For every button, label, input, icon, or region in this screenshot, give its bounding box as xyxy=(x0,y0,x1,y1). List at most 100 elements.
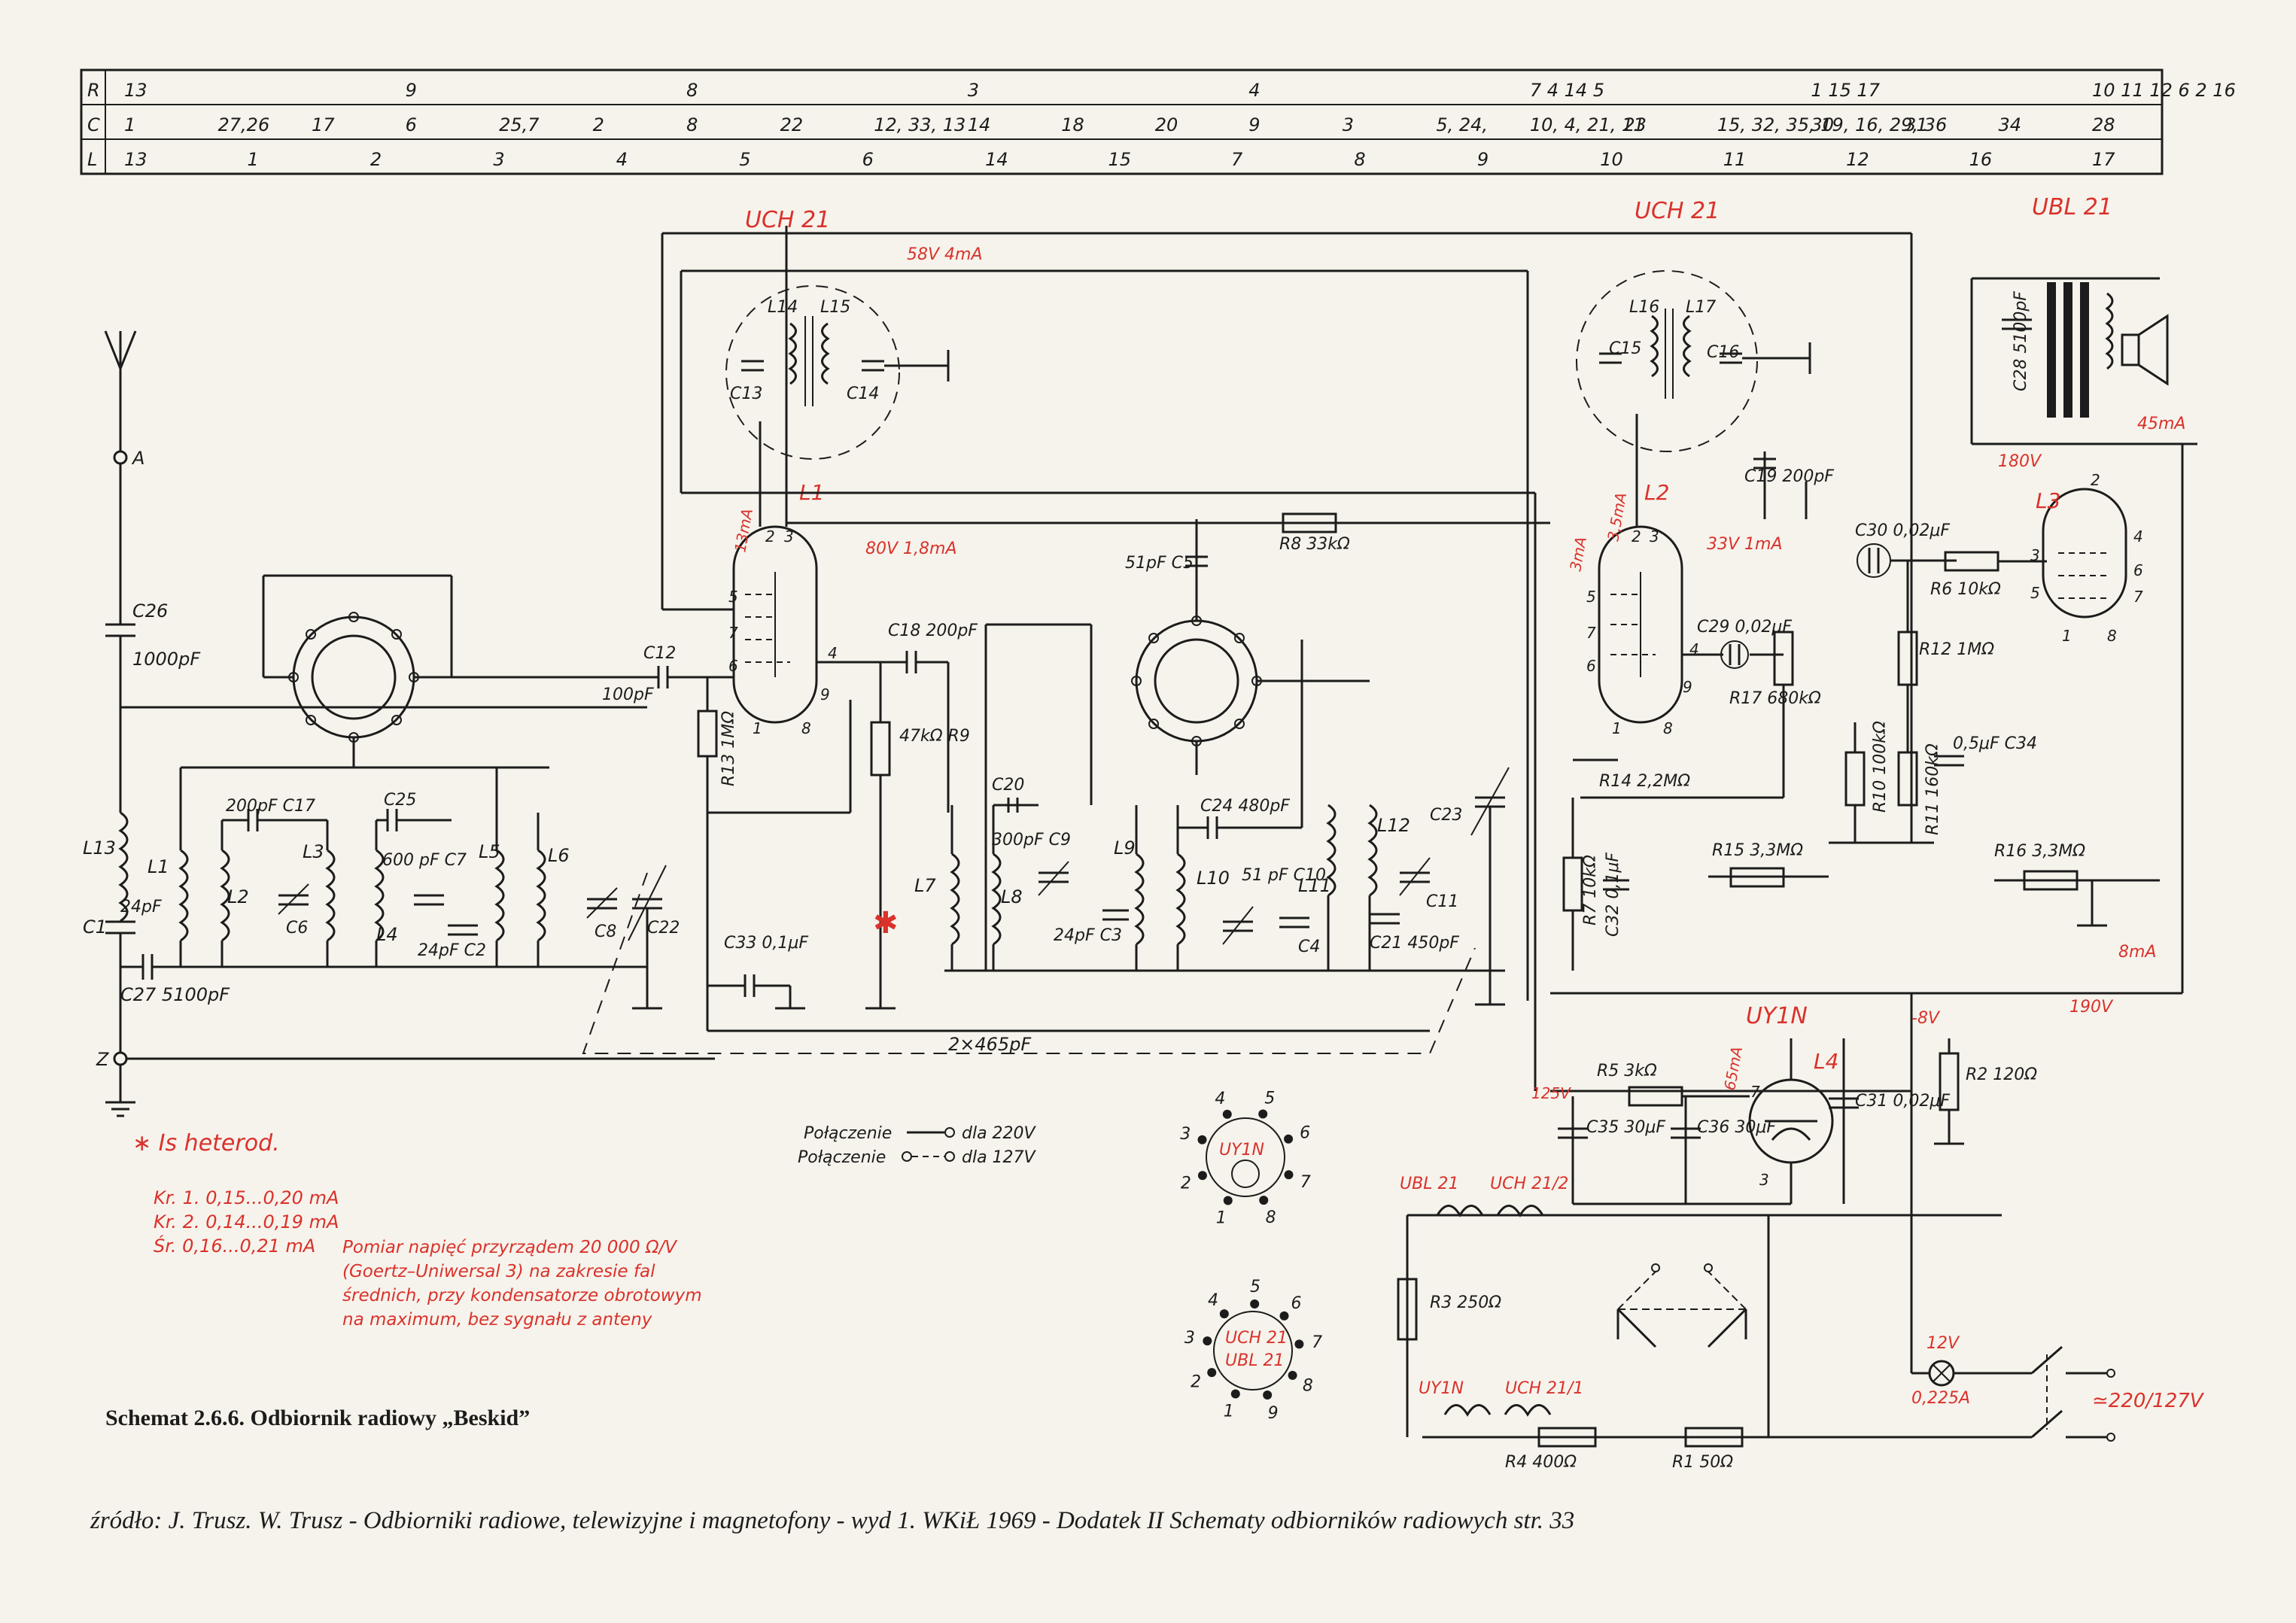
heater-ubl21: UBL 21 xyxy=(1400,1175,1458,1193)
resistor-r14: R14 2,2MΩ xyxy=(1573,758,1690,791)
svg-text:C16: C16 xyxy=(1707,343,1739,362)
resistor-r16: R16 3,3MΩ xyxy=(1994,842,2160,927)
table-cell: 1 xyxy=(124,114,135,135)
svg-text:C12: C12 xyxy=(643,644,676,663)
table-cell: 4 xyxy=(1248,80,1260,101)
svg-text:L3: L3 xyxy=(303,841,324,862)
svg-text:R6 10kΩ: R6 10kΩ xyxy=(1930,580,2001,599)
measurement-note-3: średnich, przy kondensatorze obrotowym xyxy=(342,1286,702,1305)
table-cell: 11 xyxy=(1723,149,1747,170)
table-cell: 25,7 xyxy=(499,114,540,135)
svg-text:3: 3 xyxy=(784,527,794,546)
rectifier-current: 65mA xyxy=(1720,1045,1746,1092)
svg-text:L11: L11 xyxy=(1298,875,1331,896)
table-cell: 12, 33, 13 xyxy=(874,114,966,135)
svg-text:1000pF: 1000pF xyxy=(132,649,201,670)
svg-text:R14 2,2MΩ: R14 2,2MΩ xyxy=(1599,772,1690,791)
socket-pin xyxy=(1284,1170,1294,1180)
svg-text:L6: L6 xyxy=(548,845,570,866)
capacitor-c35: C35 30μF xyxy=(1558,1096,1665,1204)
capacitor-c36: C36 30μF xyxy=(1671,1096,1776,1204)
svg-text:C36 30μF: C36 30μF xyxy=(1697,1118,1776,1137)
svg-text:C8: C8 xyxy=(595,922,616,941)
table-cell: 9 xyxy=(1248,114,1260,135)
heterodyne-title: ∗ Is heterod. xyxy=(132,1130,280,1156)
svg-text:L4: L4 xyxy=(376,924,398,945)
dial-lamp: 12V 0,225A xyxy=(1910,1219,2002,1408)
svg-text:2: 2 xyxy=(1632,527,1641,546)
tube-mixer-type: UCH 21 xyxy=(745,207,830,233)
heater-uy1n: UY1N xyxy=(1419,1379,1464,1398)
socket-pin-label: 2 xyxy=(1191,1372,1201,1391)
voltage-58v: 58V 4mA xyxy=(907,245,983,264)
svg-text:R2 120Ω: R2 120Ω xyxy=(1966,1065,2037,1084)
socket-pin xyxy=(1223,1196,1233,1205)
table-key-l: L xyxy=(87,149,97,170)
tube-output-type: UBL 21 xyxy=(2032,194,2112,220)
svg-text:L14: L14 xyxy=(768,298,798,317)
capacitor-c18: C18 200pF 47kΩ R9 ✱ xyxy=(817,622,978,1010)
resistor-r10: R10 100kΩ xyxy=(1829,721,1934,844)
table-cell: 9 xyxy=(1477,149,1489,170)
svg-text:47kΩ R9: 47kΩ R9 xyxy=(899,727,970,746)
svg-text:L17: L17 xyxy=(1686,298,1716,317)
svg-text:C21 450pF: C21 450pF xyxy=(1370,934,1459,953)
svg-text:R10 100kΩ: R10 100kΩ xyxy=(1871,721,1890,813)
voltage-125v: 125V xyxy=(1531,1084,1571,1102)
output-transformer: C28 5100pF xyxy=(1970,277,2197,445)
svg-text:dla 220V: dla 220V xyxy=(962,1124,1037,1143)
socket-pin-label: 5 xyxy=(1264,1089,1275,1108)
if-transformer-l1: L14 L15 C13 C14 xyxy=(725,226,950,527)
socket-pin-label: 3 xyxy=(1180,1125,1191,1144)
svg-text:L13: L13 xyxy=(83,837,116,859)
output-current: 45mA xyxy=(2137,415,2185,433)
voltage-80v: 80V 1,8mA xyxy=(865,539,957,558)
svg-text:C33 0,1μF: C33 0,1μF xyxy=(724,934,808,953)
socket-pin-label: 9 xyxy=(1268,1404,1279,1423)
antenna-symbol: A xyxy=(104,330,144,625)
svg-text:UBL 21: UBL 21 xyxy=(1225,1351,1284,1370)
table-cell: 14 xyxy=(985,149,1008,170)
svg-text:C24 480pF: C24 480pF xyxy=(1200,797,1290,816)
table-cell: 34 xyxy=(1998,114,2021,135)
table-cell: 7 xyxy=(1231,149,1243,170)
speaker-icon xyxy=(2121,333,2140,366)
socket-pin-label: 1 xyxy=(1224,1403,1234,1421)
table-cell: 7 4 14 5 xyxy=(1530,80,1604,101)
tube-if-type: UCH 21 xyxy=(1635,198,1720,224)
figure-caption: Schemat 2.6.6. Odbiornik radiowy „Beskid… xyxy=(105,1406,531,1430)
svg-text:C15: C15 xyxy=(1609,339,1641,358)
table-cell: 27,26 xyxy=(218,114,270,135)
svg-text:C14: C14 xyxy=(847,384,879,403)
svg-text:5: 5 xyxy=(2030,584,2040,602)
heterodyne-row-kr2: Kr. 2. 0,14...0,19 mA xyxy=(154,1211,339,1232)
svg-text:C22: C22 xyxy=(647,919,680,938)
capacitor-c29: C29 0,02μF R17 680kΩ xyxy=(1580,618,1821,799)
svg-text:300pF C9: 300pF C9 xyxy=(992,831,1071,849)
svg-text:8: 8 xyxy=(2107,627,2117,645)
table-cell: 13 xyxy=(124,80,147,101)
supply-bus xyxy=(661,232,1911,1091)
svg-text:6: 6 xyxy=(1586,657,1596,675)
current-8ma: 8mA xyxy=(2118,943,2156,962)
oscillator-coils: L7 L8 L9 L10 L11 L12 C20 300pF C9 24pF C… xyxy=(914,767,1510,1006)
svg-text:C18 200pF: C18 200pF xyxy=(888,622,978,640)
resistor-r12: R12 1MΩ xyxy=(1897,561,1994,722)
capacitor-c27: C27 5100pF xyxy=(120,954,647,1005)
voltage-190v: 190V xyxy=(2069,998,2114,1017)
svg-text:C13: C13 xyxy=(730,384,762,403)
table-cell: 5, 24, xyxy=(1436,114,1488,135)
tube-ubl21: 3 5 4 6 7 2 1 8 xyxy=(2030,471,2143,645)
svg-text:51 pF C10: 51 pF C10 xyxy=(1242,866,1326,885)
svg-text:24pF C3: 24pF C3 xyxy=(1054,926,1122,945)
svg-text:1: 1 xyxy=(1612,719,1622,737)
svg-text:R12 1MΩ: R12 1MΩ xyxy=(1919,640,1994,659)
table-cell: 15 xyxy=(1108,149,1132,170)
svg-text:R16 3,3MΩ: R16 3,3MΩ xyxy=(1994,842,2085,861)
svg-text:R11 160kΩ: R11 160kΩ xyxy=(1923,743,1942,835)
table-cell: 13 xyxy=(124,149,147,170)
svg-text:C31 0,02μF: C31 0,02μF xyxy=(1855,1092,1950,1111)
